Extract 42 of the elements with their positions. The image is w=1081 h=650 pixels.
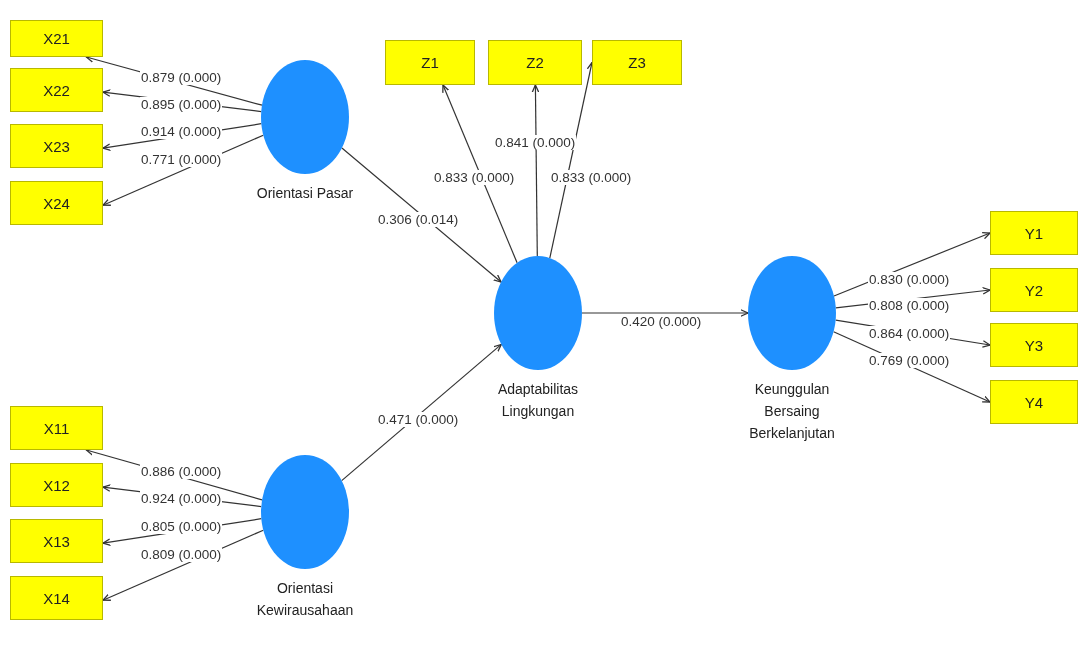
edge-label: 0.808 (0.000) [868,298,951,313]
indicator-box: X22 [10,68,103,112]
edge-label: 0.471 (0.000) [377,412,460,427]
edge-label: 0.805 (0.000) [140,519,223,534]
node-label: Adaptabilitas Lingkungan [496,380,580,421]
node-label: Orientasi Pasar [256,184,354,203]
indicator-box: Y1 [990,211,1078,255]
edge-label: 0.886 (0.000) [140,464,223,479]
edge-label: 0.841 (0.000) [494,135,577,150]
edge-label: 0.924 (0.000) [140,491,223,506]
indicator-box: Y2 [990,268,1078,312]
edge-label: 0.879 (0.000) [140,70,223,85]
edge-label: 0.864 (0.000) [868,326,951,341]
edge-label: 0.306 (0.014) [377,212,460,227]
indicator-box: Y3 [990,323,1078,367]
indicator-box: X13 [10,519,103,563]
indicator-box: Z1 [385,40,475,85]
edge-label: 0.830 (0.000) [868,272,951,287]
edge-label: 0.420 (0.000) [620,314,703,329]
arrow [341,147,502,283]
edge-label: 0.833 (0.000) [433,170,516,185]
edge-label: 0.769 (0.000) [868,353,951,368]
edge-label: 0.809 (0.000) [140,547,223,562]
indicator-box: Z3 [592,40,682,85]
indicator-box: X11 [10,406,103,450]
arrow [341,343,502,482]
arrow [531,84,540,257]
edge-label: 0.833 (0.000) [550,170,633,185]
indicator-box: X12 [10,463,103,507]
indicator-box: Z2 [488,40,582,85]
node-label: Orientasi Kewirausahaan [255,579,355,620]
arrow [442,84,518,264]
edge-label: 0.914 (0.000) [140,124,223,139]
edge-label: 0.771 (0.000) [140,152,223,167]
indicator-box: X14 [10,576,103,620]
arrow [581,309,749,317]
indicator-box: X24 [10,181,103,225]
indicator-box: Y4 [990,380,1078,424]
node-label: Keunggulan Bersaing Berkelanjutan [748,380,836,443]
indicator-box: X21 [10,20,103,57]
edge-label: 0.895 (0.000) [140,97,223,112]
indicator-box: X23 [10,124,103,168]
